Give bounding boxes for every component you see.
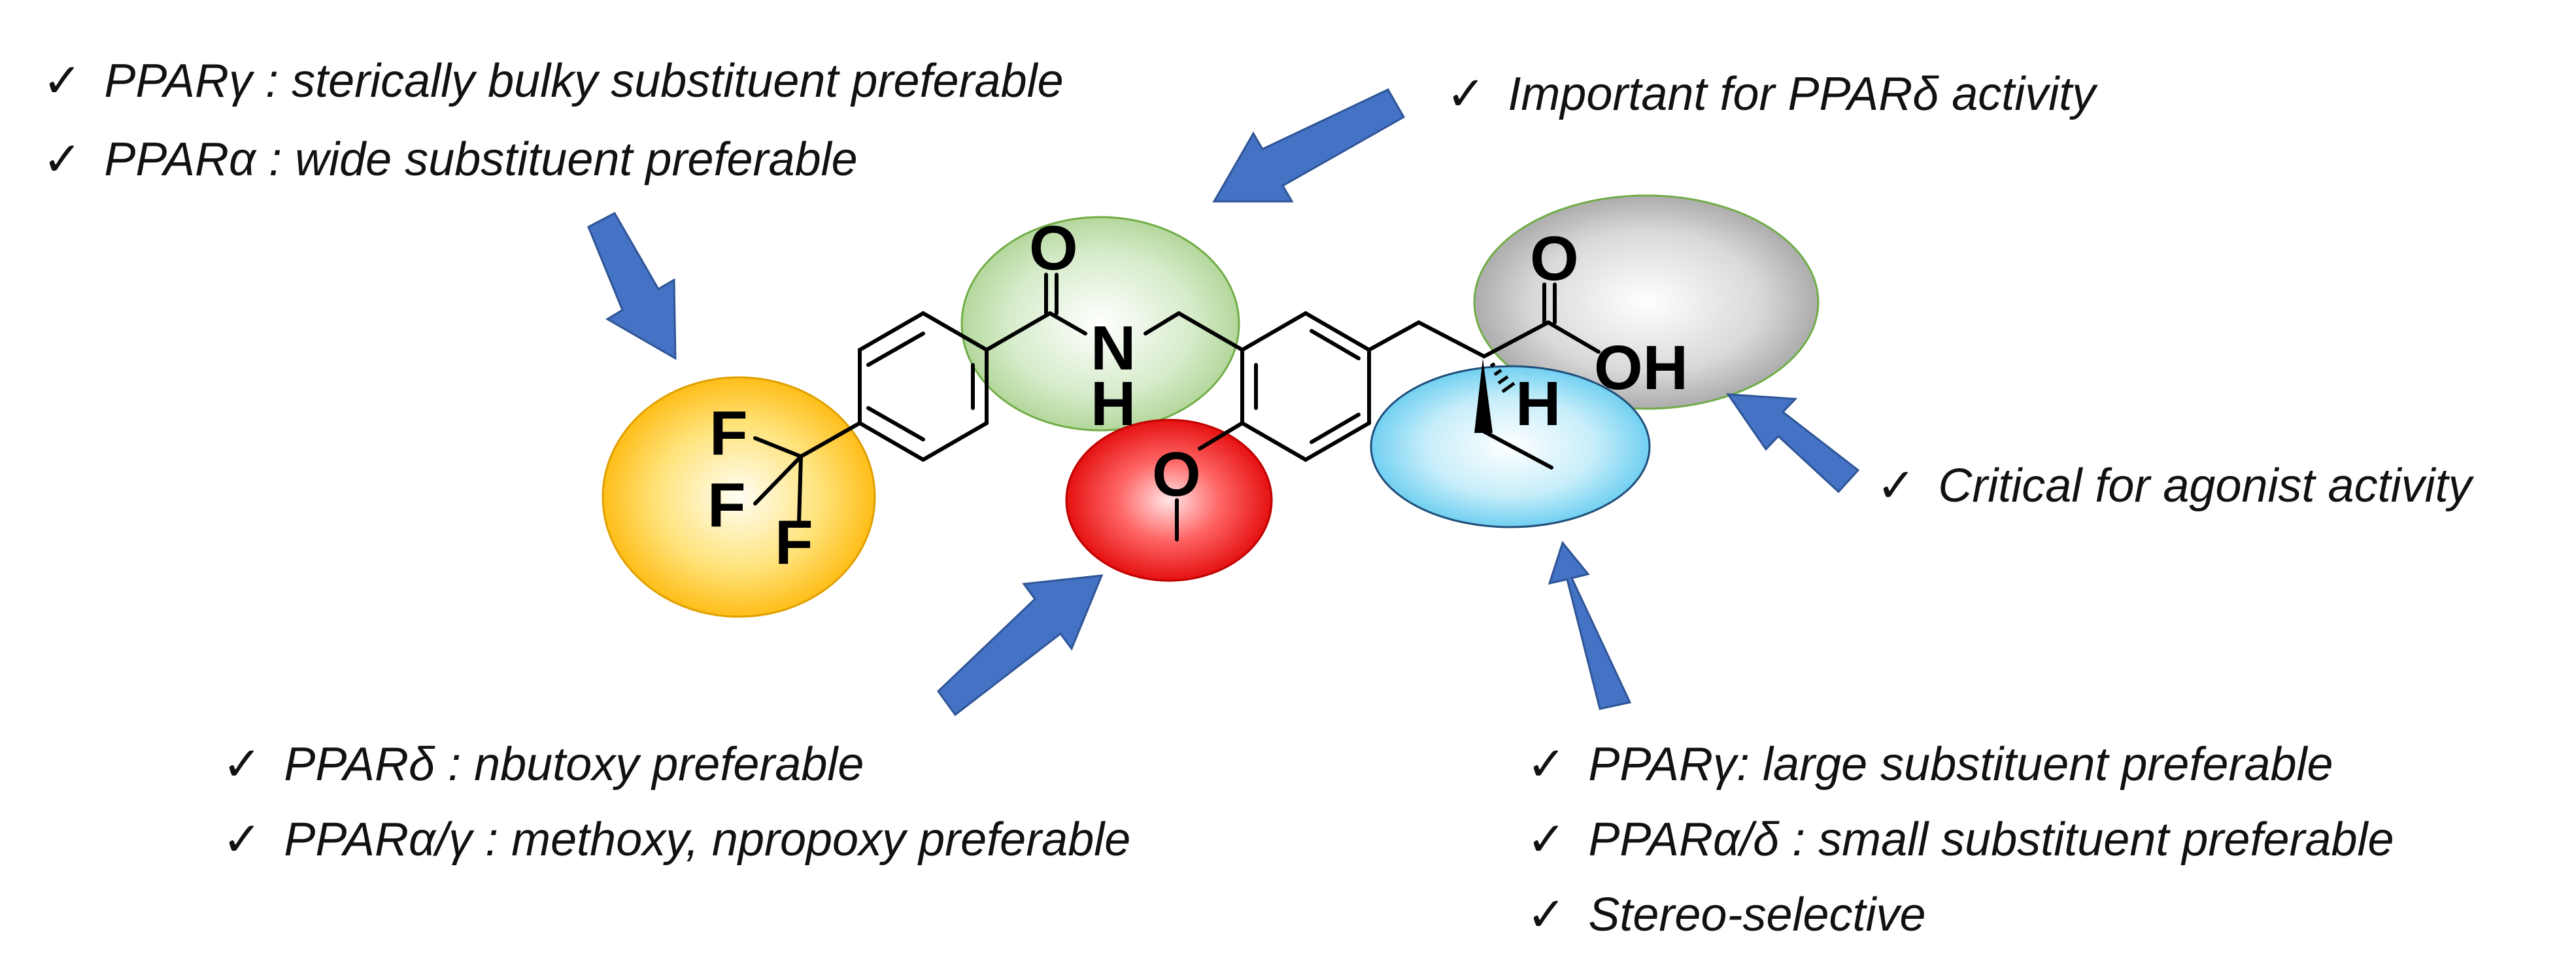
check-mark-icon: ✓ bbox=[1876, 460, 1916, 512]
arrow-to-acid bbox=[1725, 393, 1860, 494]
pointer-arrows bbox=[587, 88, 1860, 717]
molecule-bonds bbox=[753, 273, 1601, 541]
arrow-to-methoxy bbox=[937, 574, 1104, 717]
hashed-bond bbox=[1489, 362, 1516, 394]
fluorine-atom-3: F bbox=[775, 507, 813, 577]
alpha-alkyl-note-stereo: ✓Stereo-selective bbox=[1527, 889, 1926, 941]
check-mark-icon: ✓ bbox=[1527, 738, 1567, 791]
alkoxy-note-delta: ✓PPARδ : nbutoxy preferable bbox=[222, 738, 864, 791]
amide-note: ✓Important for PPARδ activity bbox=[1446, 68, 2096, 120]
alpha-alkyl-note-alpha-delta: ✓PPARα/δ : small substituent preferable bbox=[1527, 814, 2394, 866]
check-mark-icon: ✓ bbox=[1446, 68, 1486, 120]
carboxylic-acid-region bbox=[1473, 194, 1820, 410]
acid-note: ✓Critical for agonist activity bbox=[1876, 460, 2472, 512]
amide-hydrogen-atom: H bbox=[1091, 369, 1136, 439]
check-mark-icon: ✓ bbox=[222, 814, 262, 866]
alpha-alkyl-note-gamma: ✓PPARγ: large substituent preferable bbox=[1527, 738, 2333, 791]
check-mark-icon: ✓ bbox=[42, 55, 82, 107]
check-mark-icon: ✓ bbox=[222, 738, 262, 791]
amide-region bbox=[960, 216, 1240, 432]
arrow-to-alpha-alkyl bbox=[1548, 540, 1632, 710]
alkoxy-note-alpha-gamma: ✓PPARα/γ : methoxy, npropoxy preferable bbox=[222, 814, 1131, 866]
carbonyl-oxygen-atom: O bbox=[1029, 213, 1078, 283]
hydroxyl-group: OH bbox=[1594, 333, 1688, 403]
cf3-note-alpha: ✓PPARα : wide substituent preferable bbox=[42, 133, 858, 186]
amide-nitrogen-atom: N bbox=[1091, 313, 1136, 383]
trifluoromethyl-region bbox=[602, 376, 876, 618]
methoxy-region bbox=[1065, 419, 1273, 582]
wedge-bond bbox=[1474, 358, 1493, 433]
stereo-hydrogen-atom: H bbox=[1516, 369, 1561, 439]
fluorine-atom-2: F bbox=[707, 470, 746, 540]
cf3-note-gamma: ✓PPARγ : sterically bulky substituent pr… bbox=[42, 55, 1064, 107]
acid-carbonyl-oxygen-atom: O bbox=[1530, 224, 1579, 294]
check-mark-icon: ✓ bbox=[1527, 889, 1567, 941]
arrow-to-cf3 bbox=[587, 212, 677, 360]
ether-oxygen-atom: O bbox=[1152, 439, 1201, 509]
check-mark-icon: ✓ bbox=[1527, 814, 1567, 866]
check-mark-icon: ✓ bbox=[42, 133, 82, 186]
fluorine-atom-1: F bbox=[709, 398, 748, 468]
arrow-to-amide bbox=[1212, 88, 1406, 203]
